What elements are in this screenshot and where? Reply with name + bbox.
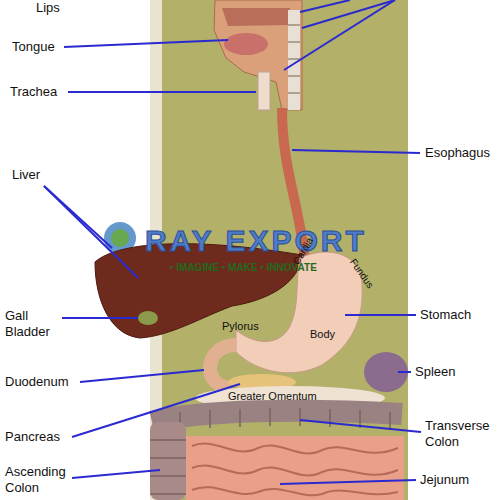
part-label: Lips xyxy=(36,0,60,16)
part-label: Trachea xyxy=(10,84,57,100)
region-label: Pylorus xyxy=(222,320,259,333)
tongue xyxy=(224,33,268,55)
part-label: Duodenum xyxy=(5,374,69,390)
watermark: RAY EXPORT xyxy=(145,222,367,259)
trachea xyxy=(258,72,270,110)
ascending-colon xyxy=(150,422,186,500)
part-label: Gall Bladder xyxy=(5,308,65,340)
part-label: Transverse Colon xyxy=(425,418,495,450)
region-label: Body xyxy=(310,328,335,341)
vertebrae xyxy=(288,25,300,93)
leader-lines xyxy=(44,0,421,484)
part-label: Tongue xyxy=(12,39,55,55)
transverse-colon xyxy=(152,411,402,422)
nasal-cavity xyxy=(222,8,290,26)
region-label: Greater Omentum xyxy=(228,390,317,403)
liver xyxy=(95,244,302,338)
part-label: Liver xyxy=(12,167,40,183)
part-label: Pancreas xyxy=(5,429,60,445)
intestine-loops xyxy=(192,443,398,495)
small-intestine xyxy=(186,436,404,500)
part-label: Jejunum xyxy=(420,472,469,488)
part-label: Spleen xyxy=(415,364,455,380)
gall-bladder xyxy=(138,311,158,325)
part-label: Esophagus xyxy=(425,145,490,161)
part-label: Stomach xyxy=(420,307,471,323)
colon-haustra-left xyxy=(150,440,186,494)
logo-center xyxy=(111,229,129,247)
head-section xyxy=(214,0,302,110)
part-label: Ascending Colon xyxy=(5,464,75,496)
